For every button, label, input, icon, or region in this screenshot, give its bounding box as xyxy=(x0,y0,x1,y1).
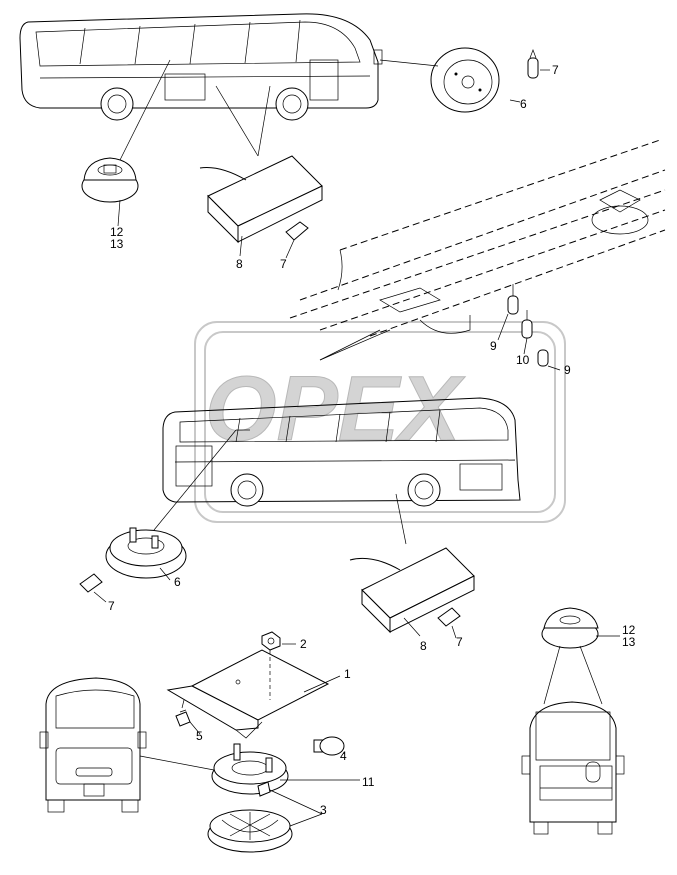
callout-13-top: 13 xyxy=(110,237,124,251)
callout-11: 11 xyxy=(362,775,375,789)
callout-1: 1 xyxy=(344,667,351,681)
callout-8-top: 8 xyxy=(236,257,243,271)
round-lamp-top xyxy=(430,47,500,113)
callout-7-mid-top: 7 xyxy=(280,257,287,271)
callout-8-middle: 8 xyxy=(420,639,427,653)
bulb-7-top xyxy=(527,49,539,79)
bus-side-view-top xyxy=(19,13,383,121)
bulb-7-middle-right xyxy=(437,607,461,627)
callout-3: 3 xyxy=(320,803,327,817)
bulb-7-mid-top xyxy=(285,221,309,241)
marker-lamp-middle xyxy=(349,547,475,634)
callout-4: 4 xyxy=(340,749,347,763)
callout-labels: 6 7 12 13 8 7 9 10 9 6 7 8 7 2 1 5 4 11 … xyxy=(108,63,636,817)
bus-side-view-main xyxy=(162,397,521,507)
callout-12-bottom: 12 xyxy=(622,623,636,637)
bracket-1 xyxy=(166,649,330,739)
marker-lamp-top xyxy=(199,155,323,244)
callout-9-upper: 9 xyxy=(490,339,497,353)
lens-3 xyxy=(207,809,293,853)
callout-9-lower: 9 xyxy=(564,363,571,377)
callout-13-bottom: 13 xyxy=(622,635,636,649)
lamp-housing-11 xyxy=(211,743,289,797)
callout-7-middle-right: 7 xyxy=(456,635,463,649)
chassis-dashed-lines xyxy=(289,139,666,337)
leader-lines xyxy=(93,59,620,827)
callout-7-middle-left: 7 xyxy=(108,599,115,613)
bulb-10 xyxy=(521,310,533,339)
bulb-7-middle-left xyxy=(79,573,103,593)
bus-rear-view-right xyxy=(521,701,625,835)
callout-7-top: 7 xyxy=(552,63,559,77)
callout-6-middle: 6 xyxy=(174,575,181,589)
nut-2 xyxy=(261,631,281,651)
round-lamp-middle xyxy=(105,527,187,579)
screw-5 xyxy=(175,699,191,727)
dome-lamp-top-left xyxy=(81,157,139,203)
callout-5: 5 xyxy=(196,729,203,743)
callout-10: 10 xyxy=(516,353,530,367)
bulb-9-upper xyxy=(507,284,519,315)
callout-6-top: 6 xyxy=(520,97,527,111)
callout-2: 2 xyxy=(300,637,307,651)
bulb-9-lower xyxy=(537,349,549,367)
bus-rear-view-left xyxy=(39,677,147,813)
bulb-4 xyxy=(313,736,345,756)
callout-12-top: 12 xyxy=(110,225,124,239)
dome-lamp-bottom-right xyxy=(541,607,599,649)
